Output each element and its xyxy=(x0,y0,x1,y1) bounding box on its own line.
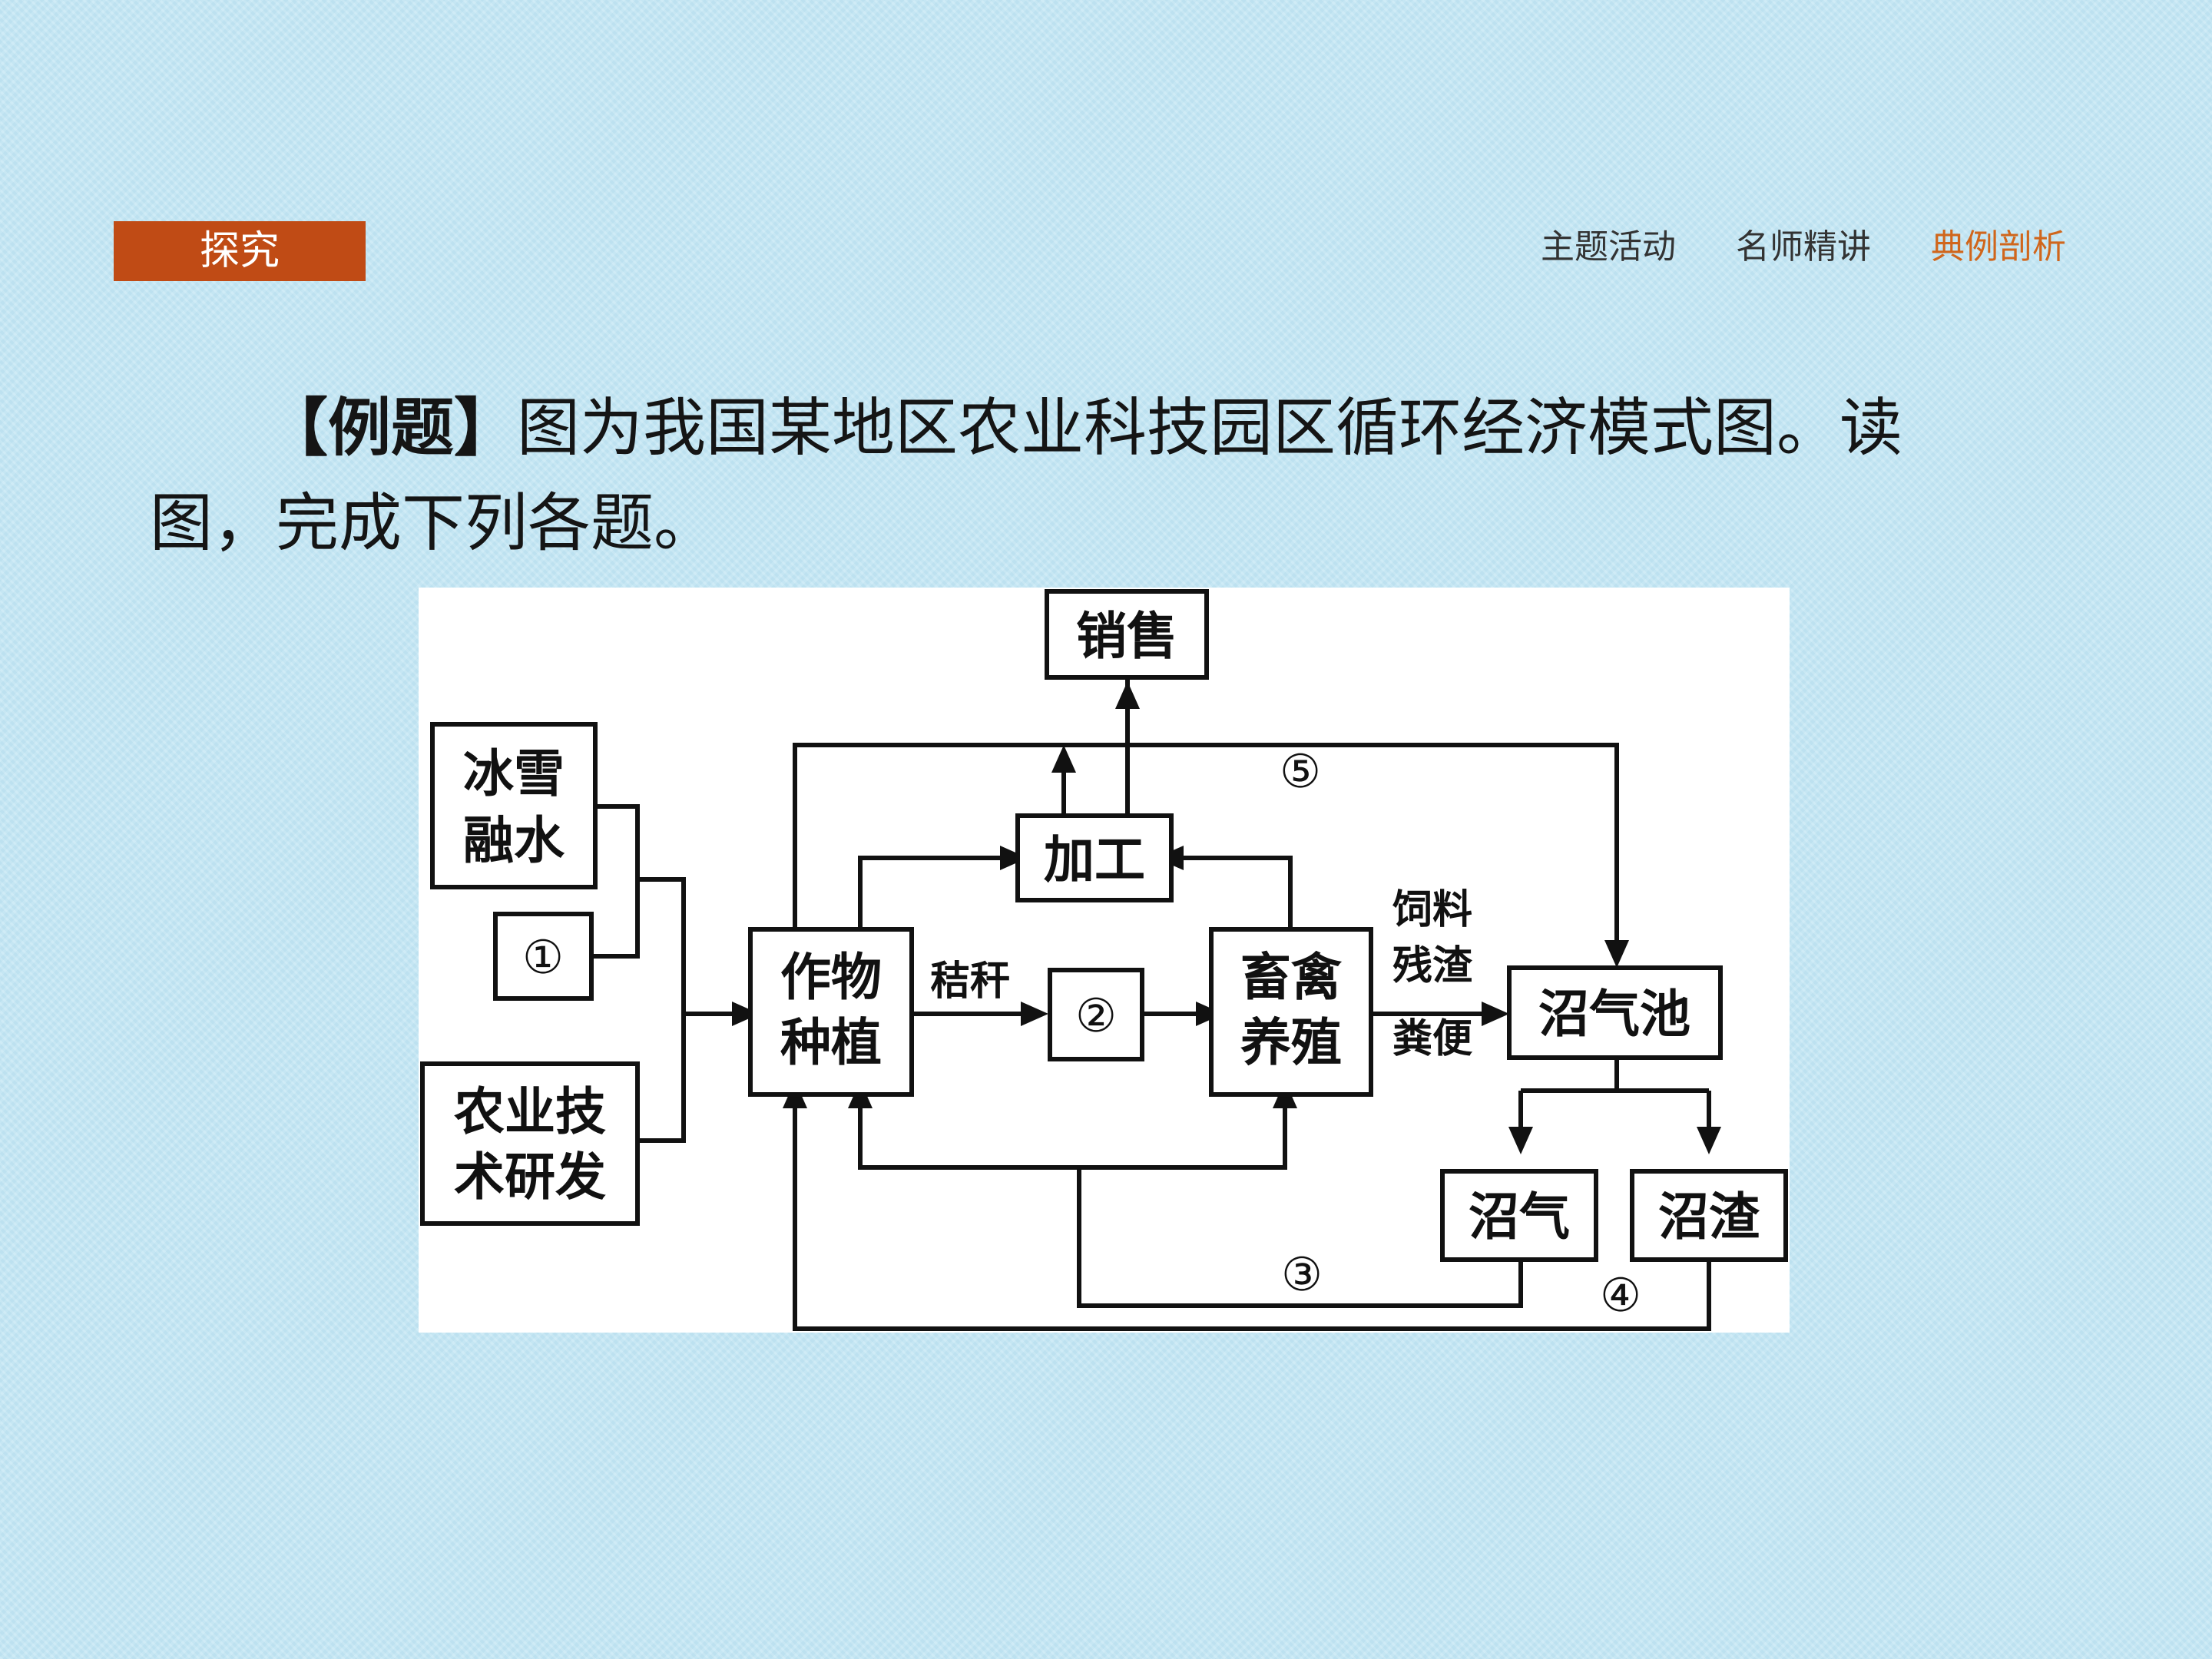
edge-label-three: ③ xyxy=(1281,1248,1323,1302)
edge-unknown1-out xyxy=(591,879,640,959)
arrowhead-to-biogas xyxy=(1508,1127,1533,1154)
node-sales-label: 销售 xyxy=(1076,606,1177,666)
edge-four xyxy=(793,1101,1711,1331)
edge-livestock-to-processing xyxy=(1175,856,1293,929)
arrowhead-to-crop xyxy=(732,1002,760,1026)
question-text: 【例题】图为我国某地区农业科技园区循环经济模式图。读图，完成下列各题。 xyxy=(150,380,2024,571)
node-unknown-2-label: ② xyxy=(1075,989,1117,1043)
node-livestock: 畜禽 养殖 xyxy=(1209,927,1373,1097)
node-biogas-pool: 沼气池 xyxy=(1507,965,1723,1060)
arrowhead-processing-up xyxy=(1051,745,1076,773)
question-tag: 【例题】 xyxy=(265,391,518,465)
arrowhead-to-pool xyxy=(1482,1002,1509,1026)
node-crop-planting: 作物 种植 xyxy=(748,927,914,1097)
node-sales: 销售 xyxy=(1045,589,1209,680)
node-tech-line1: 农业技 xyxy=(454,1081,606,1141)
node-unknown-1-label: ① xyxy=(522,931,564,985)
node-unknown-2: ② xyxy=(1048,968,1144,1061)
node-residue: 沼渣 xyxy=(1630,1169,1788,1262)
edge-tech-out xyxy=(637,1014,686,1143)
edge-snowmelt-out xyxy=(595,804,640,879)
node-biogas-label: 沼气 xyxy=(1469,1187,1570,1247)
node-residue-label: 沼渣 xyxy=(1658,1187,1760,1247)
section-badge: 探究 xyxy=(114,221,366,281)
edge-label-straw: 秸秆 xyxy=(930,958,1010,1005)
arrowhead-to-sales xyxy=(1115,681,1140,709)
node-crop-line2: 种植 xyxy=(780,1012,882,1072)
node-livestock-line1: 畜禽 xyxy=(1240,947,1343,1007)
edge-three-branch xyxy=(858,1101,1287,1170)
edge-merge-top xyxy=(637,877,686,1014)
edge-label-five: ⑤ xyxy=(1280,745,1321,799)
nav-item-theme-activity[interactable]: 主题活动 xyxy=(1541,227,1676,267)
edge-label-four: ④ xyxy=(1600,1269,1641,1323)
node-tech-research: 农业技 术研发 xyxy=(420,1061,640,1226)
edge-label-feed-2: 残渣 xyxy=(1392,942,1473,989)
arrowhead-five-to-pool xyxy=(1604,940,1629,968)
arrowhead-crop-to-processing xyxy=(1000,846,1028,870)
question-body: 图为我国某地区农业科技园区循环经济模式图。读图，完成下列各题。 xyxy=(150,392,1903,560)
node-unknown-1: ① xyxy=(493,912,594,1001)
node-tech-line2: 术研发 xyxy=(454,1147,606,1207)
arrowhead-to-unknown2 xyxy=(1021,1002,1048,1026)
node-snowmelt: 冰雪 融水 xyxy=(430,722,598,889)
nav-item-teacher-lecture[interactable]: 名师精讲 xyxy=(1736,227,1871,267)
edge-crop-to-processing xyxy=(858,856,1008,929)
edge-five xyxy=(793,743,1619,946)
node-processing-label: 加工 xyxy=(1044,830,1145,889)
circular-economy-diagram: 销售 加工 冰雪 融水 ① 农业技 术研发 作物 种植 ② 畜禽 养殖 xyxy=(419,588,1790,1333)
arrowhead-to-residue xyxy=(1697,1127,1721,1154)
node-biogas-pool-label: 沼气池 xyxy=(1538,984,1690,1044)
edge-three xyxy=(1077,1167,1523,1308)
edge-label-feed-3: 粪便 xyxy=(1392,1015,1473,1062)
nav-item-example-analysis[interactable]: 典例剖析 xyxy=(1931,227,2066,267)
node-processing: 加工 xyxy=(1015,813,1174,902)
top-nav: 主题活动 名师精讲 典例剖析 xyxy=(1541,224,2066,270)
node-snowmelt-line1: 冰雪 xyxy=(463,743,565,803)
node-crop-line1: 作物 xyxy=(780,947,882,1007)
edge-label-feed-1: 饲料 xyxy=(1392,886,1472,933)
node-biogas: 沼气 xyxy=(1440,1169,1598,1262)
node-snowmelt-line2: 融水 xyxy=(463,810,565,870)
node-livestock-line2: 养殖 xyxy=(1240,1012,1342,1072)
